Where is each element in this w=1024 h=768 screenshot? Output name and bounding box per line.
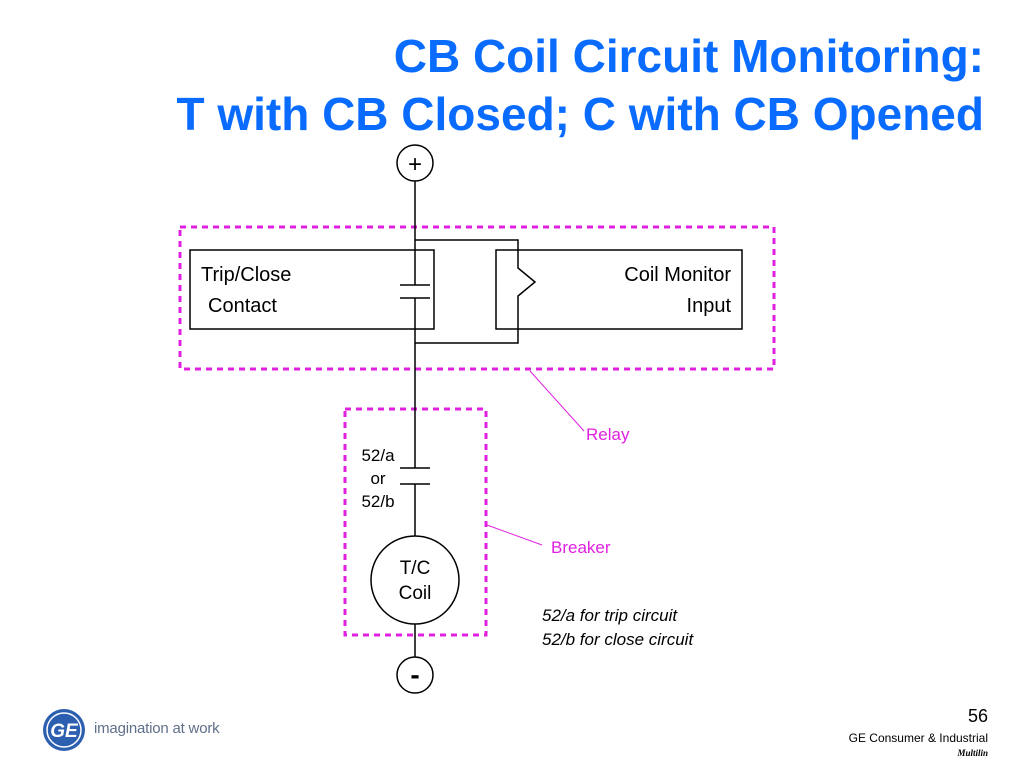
- slide-title-line-2: T with CB Closed; C with CB Opened: [176, 88, 984, 140]
- breaker-leader-line: [486, 524, 543, 546]
- page-number: 56: [967, 706, 988, 726]
- breaker-contact-label-line-1: 52/a: [361, 446, 395, 465]
- slide-title-line-1: CB Coil Circuit Monitoring:: [393, 30, 984, 82]
- trip-close-label-line-2: Contact: [208, 295, 277, 317]
- company-name: GE Consumer & Industrial: [848, 731, 988, 745]
- breaker-label: Breaker: [551, 538, 611, 557]
- coil-monitor-label-line-1: Coil Monitor: [624, 264, 731, 286]
- coil-label-line-2: Coil: [399, 583, 432, 604]
- tagline: imagination at work: [94, 720, 220, 737]
- trip-close-label-line-1: Trip/Close: [201, 264, 291, 286]
- monitor-branch-wire: [415, 239, 537, 344]
- breaker-contact-label-line-2: or: [370, 469, 385, 488]
- relay-leader-line: [529, 370, 585, 432]
- positive-terminal-label: +: [408, 151, 422, 178]
- relay-boundary: [178, 225, 776, 371]
- note-line-1: 52/a for trip circuit: [542, 606, 678, 625]
- trip-close-coil: [370, 535, 460, 625]
- coil-monitor-input-box: [495, 249, 743, 330]
- trip-close-contact-box: [189, 249, 435, 330]
- note-line-2: 52/b for close circuit: [542, 630, 694, 649]
- breaker-contact-label-line-3: 52/b: [361, 492, 394, 511]
- ge-monogram-logo: GE: [43, 709, 85, 751]
- negative-terminal-label: -: [410, 659, 419, 690]
- coil-label-line-1: T/C: [400, 558, 431, 579]
- negative-terminal: [396, 656, 434, 694]
- relay-label: Relay: [586, 425, 630, 444]
- svg-text:GE: GE: [50, 721, 79, 742]
- sub-brand: Multilin: [957, 748, 988, 758]
- coil-monitor-label-line-2: Input: [687, 295, 732, 317]
